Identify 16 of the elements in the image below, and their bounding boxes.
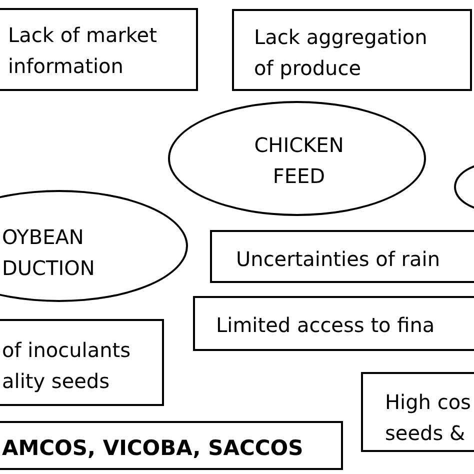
text-box — [0, 421, 343, 470]
text-box — [361, 372, 474, 452]
node-text: Limited access to fina — [216, 312, 436, 339]
text-box — [0, 319, 164, 406]
node-text: Uncertainties of rain — [236, 246, 441, 273]
node-text: High cos seeds & — [385, 389, 472, 447]
node-text: Lack of market information — [8, 22, 158, 80]
text-box — [232, 9, 472, 91]
text-box — [0, 8, 198, 91]
node-text: Lack aggregation of produce — [254, 24, 428, 82]
node-text: CHICKEN FEED — [253, 132, 345, 190]
node-text: AMCOS, VICOBA, SACCOS — [2, 435, 304, 462]
text-box — [193, 296, 474, 351]
text-box — [210, 230, 474, 283]
node-text: of inoculants ality seeds — [2, 337, 132, 395]
node-text: OYBEAN DUCTION — [2, 224, 96, 282]
